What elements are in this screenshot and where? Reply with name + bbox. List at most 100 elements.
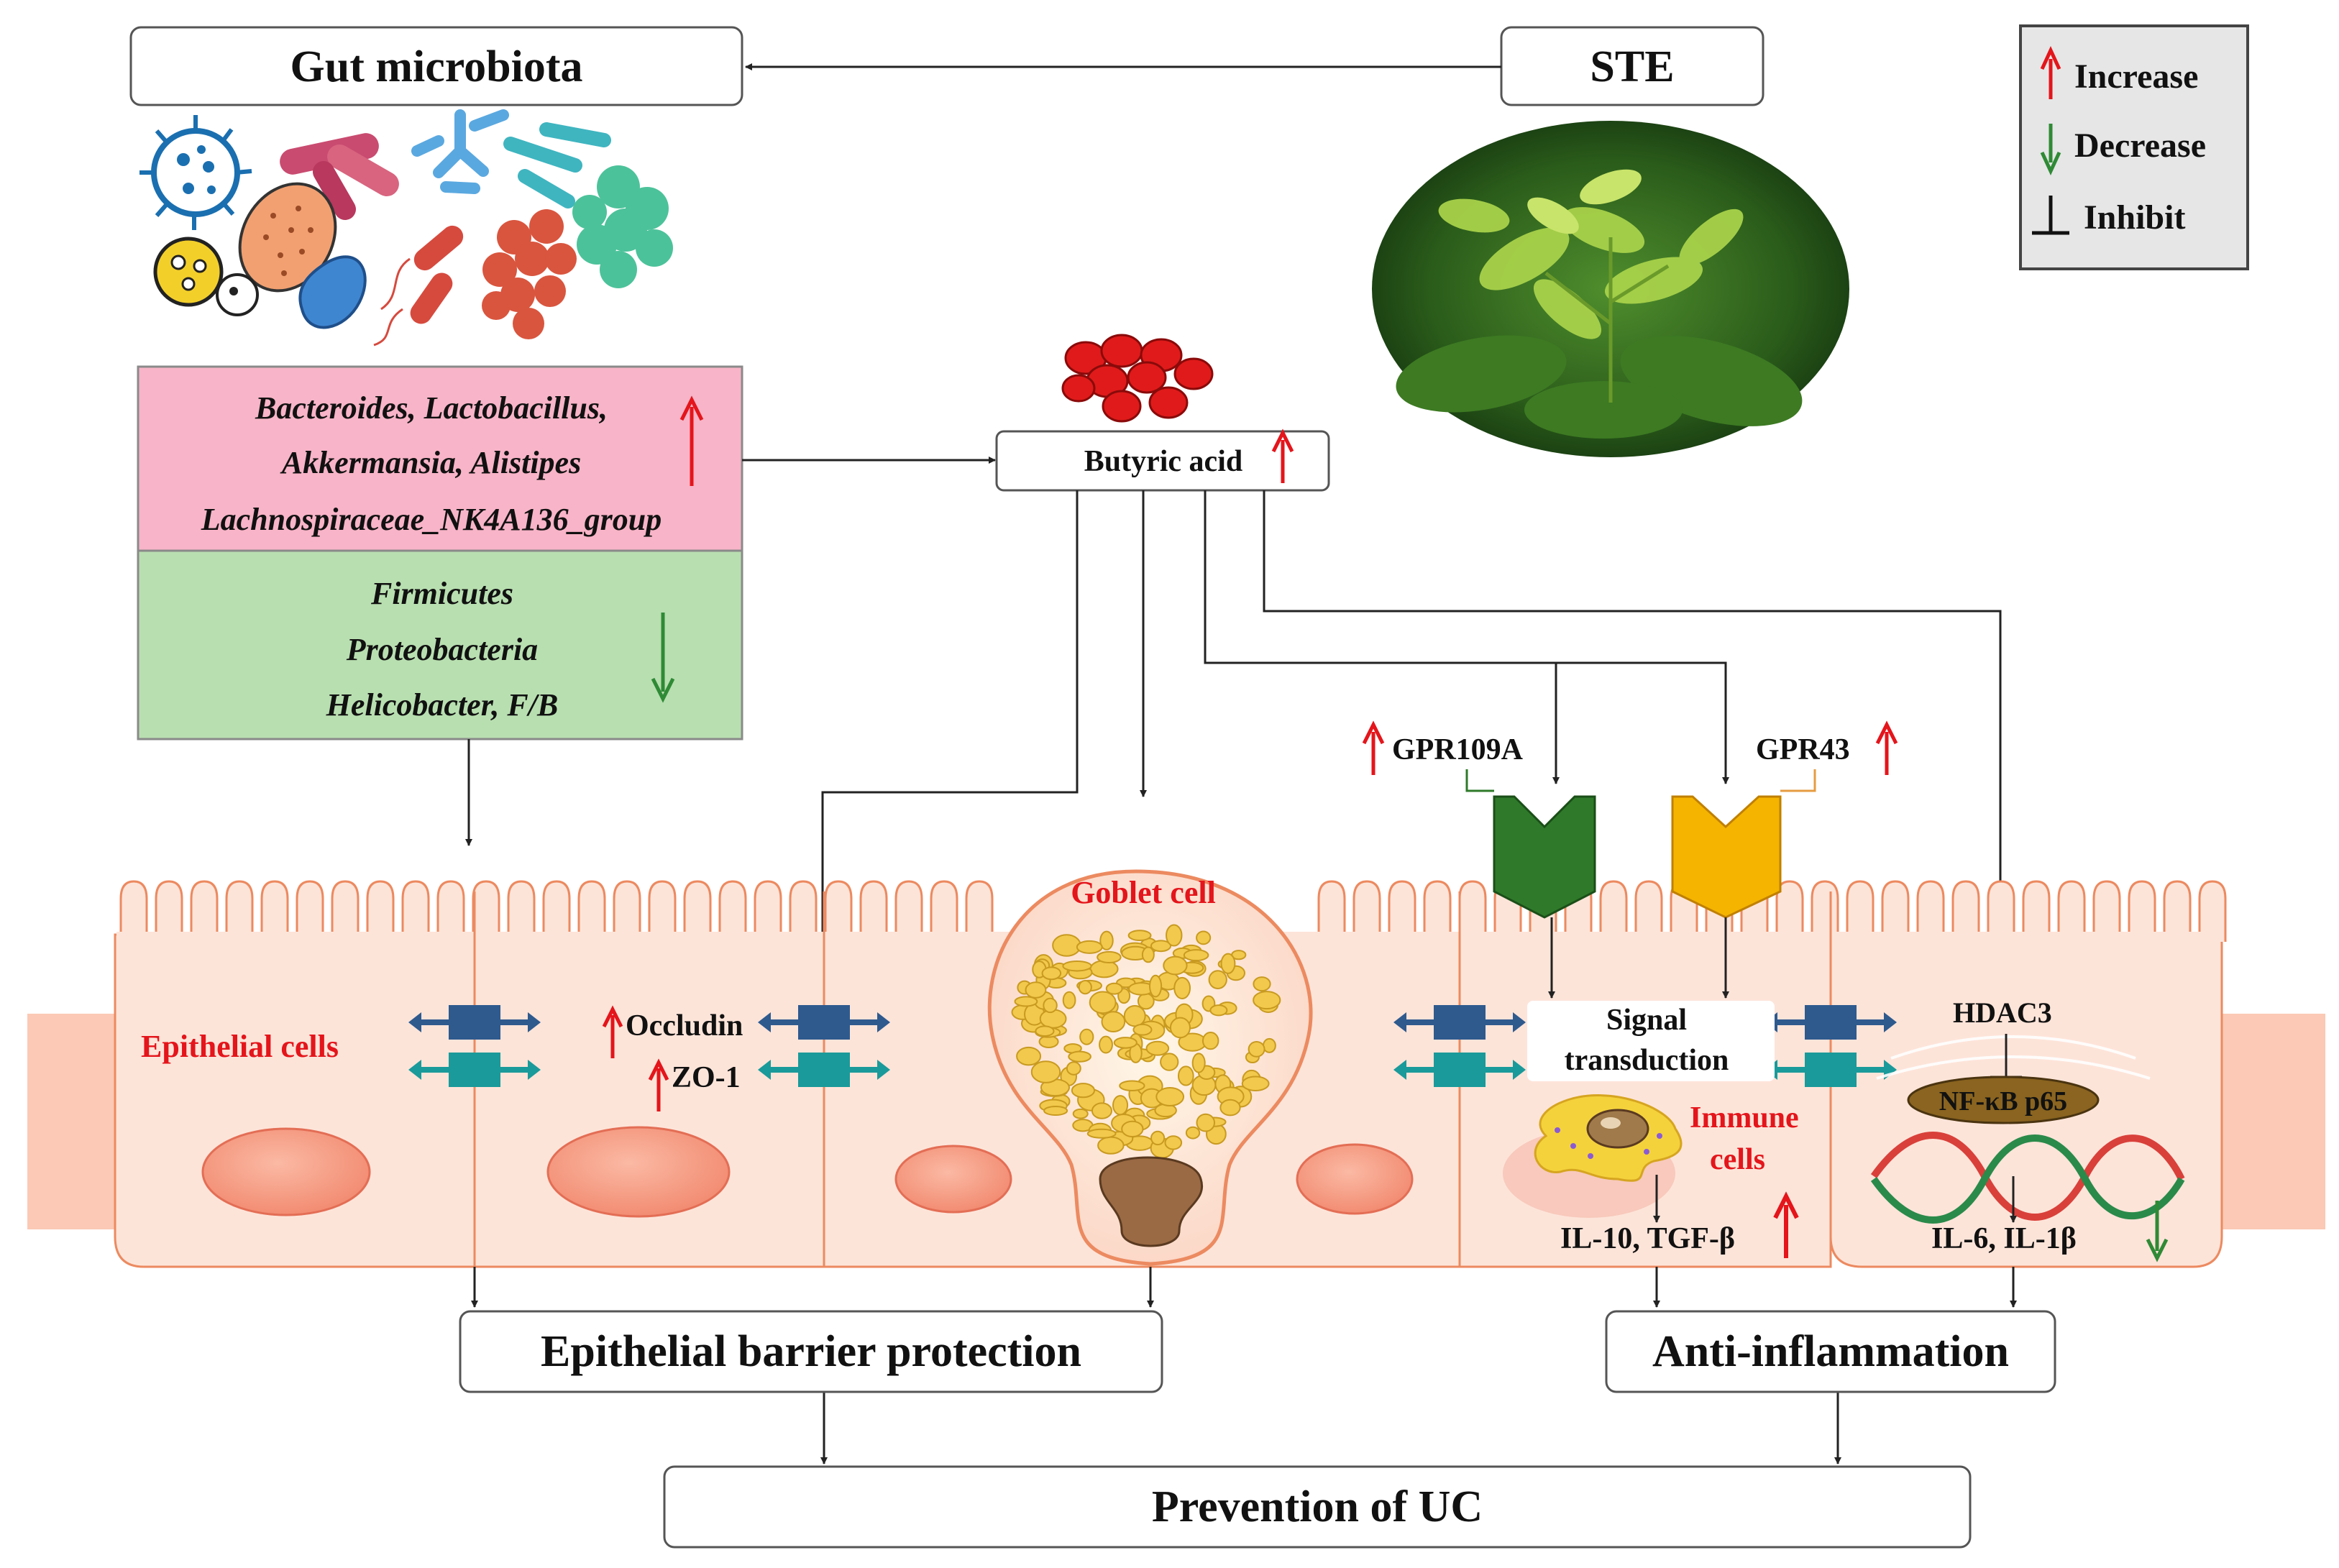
- green-cocci-cluster-icon: [572, 165, 673, 288]
- microvillus: [436, 880, 465, 942]
- ste-label: STE: [1590, 42, 1674, 91]
- mucin-granule: [1262, 1037, 1276, 1053]
- red-flagellated-bacteria-icon: [373, 225, 464, 347]
- microvillus: [2057, 880, 2086, 942]
- tight-junction-icon: [1393, 1005, 1526, 1040]
- increased-taxa-line3: Lachnospiraceae_NK4A136_group: [201, 502, 662, 537]
- tight-junctions: [408, 1005, 1897, 1087]
- outcome-arrows: [471, 1267, 2017, 1464]
- microvillus: [190, 880, 219, 942]
- mucin-granule: [1097, 950, 1122, 964]
- ste-box: STE: [1500, 26, 1764, 106]
- butyric-acid-box: Butyric acid: [995, 428, 1330, 492]
- increased-taxa-box: Bacteroides, Lactobacillus, Akkermansia,…: [137, 365, 743, 552]
- tight-junction-icon: [758, 1005, 890, 1040]
- microvillus: [1599, 880, 1628, 942]
- microvillus: [1916, 880, 1945, 942]
- gpr109a-label: GPR109A: [1392, 733, 1524, 766]
- gut-microbiota-label: Gut microbiota: [290, 42, 583, 91]
- mucin-granule: [1132, 1023, 1153, 1036]
- blue-bacterium-icon: [139, 115, 252, 230]
- mucin-granule: [1119, 1080, 1145, 1092]
- nucleus: [1296, 1143, 1414, 1215]
- mucin-granule: [1150, 1130, 1166, 1146]
- epithelium-layer: Goblet cell Epithelial cells Occludin ZO…: [27, 720, 2325, 1268]
- microvillus: [1881, 880, 1910, 942]
- occludin-label: Occludin: [626, 1009, 743, 1042]
- mucin-granule: [1071, 1083, 1096, 1099]
- microvilli: [116, 880, 2227, 946]
- dna-helix-icon: [1870, 1132, 2185, 1224]
- inhibit-icon: [2032, 196, 2069, 235]
- mucin-granule: [1025, 981, 1047, 999]
- microvillus: [401, 880, 430, 942]
- mucin-granule: [1169, 1017, 1191, 1039]
- microvillus: [331, 880, 360, 942]
- zo1-label: ZO-1: [672, 1061, 741, 1094]
- mucin-granule: [1089, 960, 1119, 978]
- goblet-cell-label: Goblet cell: [1071, 875, 1216, 910]
- blue-bean-bacterium-icon: [298, 255, 367, 329]
- microvillus: [1951, 880, 1980, 942]
- increase-arrow-icon: [602, 1005, 623, 1058]
- decreased-taxa-line3: Helicobacter, F/B: [326, 687, 559, 723]
- anti-inflammation-label: Anti-inflammation: [1652, 1327, 2009, 1376]
- legend-increase: Increase: [2074, 58, 2198, 96]
- microvillus: [965, 880, 994, 942]
- tight-junction-icon: [408, 1005, 541, 1040]
- mucin-granule: [1076, 940, 1103, 954]
- goblet-nucleus: [1099, 1156, 1204, 1247]
- prevention-box: Prevention of UC: [663, 1465, 1972, 1549]
- mucin-granule: [1183, 949, 1209, 962]
- microvillus: [718, 880, 747, 942]
- mucin-granule: [1086, 1128, 1117, 1139]
- mucin-granule: [1201, 1031, 1219, 1050]
- microvillus: [542, 880, 571, 942]
- mucin-granule: [1219, 1099, 1241, 1117]
- mucin-granule: [1253, 991, 1281, 1010]
- nfkb-complex: NF-κB p65: [1907, 1076, 2100, 1124]
- microvillus: [1846, 880, 1875, 942]
- microvillus: [859, 880, 888, 942]
- mucin-granule: [1173, 976, 1191, 999]
- microvillus: [1317, 880, 1346, 942]
- microvillus: [894, 880, 923, 942]
- gut-microbiota-box: Gut microbiota: [129, 26, 743, 106]
- microvillus: [930, 880, 958, 942]
- increased-taxa-line2: Akkermansia, Alistipes: [280, 445, 581, 480]
- mucin-granule: [1166, 924, 1183, 947]
- hdac3-label: HDAC3: [1953, 996, 2052, 1029]
- increase-arrow-icon: [1773, 1191, 1799, 1258]
- tight-junction-icon: [758, 1053, 890, 1087]
- mucin-granule: [1030, 1060, 1061, 1083]
- red-cocci-cluster-icon: [482, 209, 577, 339]
- butyric-acid-label: Butyric acid: [1084, 445, 1242, 478]
- increased-taxa-line1: Bacteroides, Lactobacillus,: [255, 390, 608, 426]
- gpr109a-receptor: [1493, 795, 1596, 919]
- mucin-granule: [1099, 1035, 1113, 1054]
- microvillus: [754, 880, 782, 942]
- teal-sticks-bacteria-icon: [503, 122, 611, 208]
- mucin-granule: [1149, 974, 1163, 998]
- mucin-granule: [1155, 1087, 1185, 1107]
- prevention-label: Prevention of UC: [1152, 1482, 1483, 1531]
- microvillus: [2198, 880, 2227, 942]
- signal-transduction-box: Signal transduction: [1527, 1001, 1775, 1081]
- increase-arrow-icon: [1875, 720, 1898, 775]
- immune-line2: cells: [1710, 1143, 1765, 1176]
- legend-inhibit: Inhibit: [2084, 198, 2185, 237]
- mucin-granule: [1066, 1061, 1081, 1076]
- anti-inflammation-box: Anti-inflammation: [1605, 1310, 2056, 1393]
- increase-arrow-icon: [679, 395, 704, 486]
- mucin-granule: [1196, 930, 1212, 945]
- mucin-granule: [1209, 1004, 1228, 1017]
- increase-arrow-icon: [2040, 46, 2061, 99]
- microvillus: [2022, 880, 2051, 942]
- goblet-cell: Goblet cell: [987, 869, 1313, 1266]
- mucin-granule: [1137, 992, 1155, 1010]
- mucin-granule: [1113, 1037, 1138, 1049]
- mucin-granule: [1150, 940, 1172, 953]
- microvillus: [155, 880, 183, 942]
- stevia-plant-photo: [1372, 121, 1849, 457]
